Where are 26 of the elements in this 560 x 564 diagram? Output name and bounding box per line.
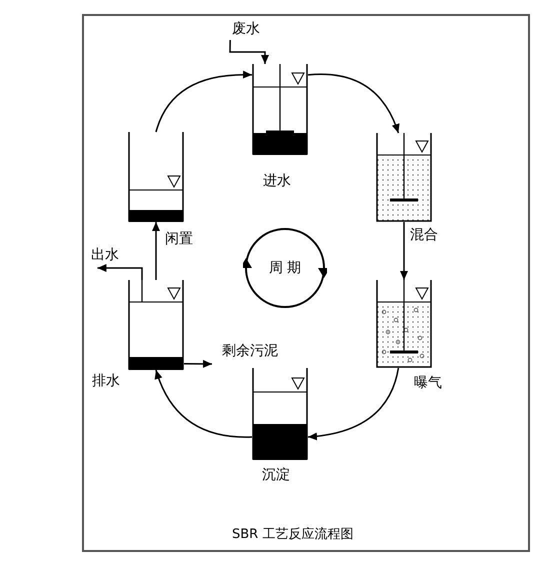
stage-label: 闲置 <box>165 232 193 246</box>
arrow <box>97 264 143 280</box>
arrow <box>308 74 400 134</box>
tank-drawing <box>128 132 184 222</box>
tank-drawing <box>252 368 308 460</box>
stage-label: 曝气 <box>414 376 442 390</box>
arrow <box>308 368 400 440</box>
stage-label: 排水 <box>92 374 120 388</box>
stage-label: 混合 <box>410 228 438 242</box>
arrow <box>155 370 252 438</box>
cycle-label: 周 期 <box>268 261 302 275</box>
arrow <box>229 40 269 64</box>
stage-label: 沉淀 <box>262 468 290 482</box>
flow-label: 出水 <box>91 248 119 262</box>
flow-label: 废水 <box>232 22 260 36</box>
arrow <box>152 222 160 280</box>
caption: SBR 工艺反应流程图 <box>232 528 354 541</box>
arrow <box>184 360 212 368</box>
tank-drawing <box>128 280 184 370</box>
arrow <box>155 70 252 132</box>
tank-drawing <box>252 64 308 155</box>
tank-drawing <box>376 133 432 222</box>
arrow <box>400 222 408 280</box>
stage-label: 进水 <box>263 174 291 188</box>
flow-label: 剩余污泥 <box>222 344 278 358</box>
tank-drawing <box>376 280 432 368</box>
